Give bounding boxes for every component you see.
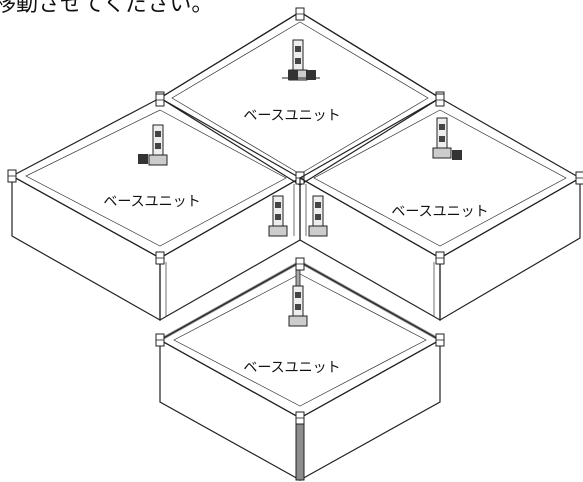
- base-unit-right: ベースユニット: [298, 93, 583, 322]
- base-unit-top: ベースユニット: [155, 7, 445, 186]
- base-unit-left: ベースユニット: [7, 93, 305, 322]
- unit-label: ベースユニット: [103, 194, 200, 210]
- base-unit-bottom-highlighted: ベースユニット: [155, 257, 445, 482]
- unit-label: ベースユニット: [243, 360, 340, 376]
- unit-label: ベースユニット: [391, 204, 488, 220]
- unit-label: ベースユニット: [243, 108, 340, 124]
- instruction-caption: 移動させてください。: [0, 0, 214, 17]
